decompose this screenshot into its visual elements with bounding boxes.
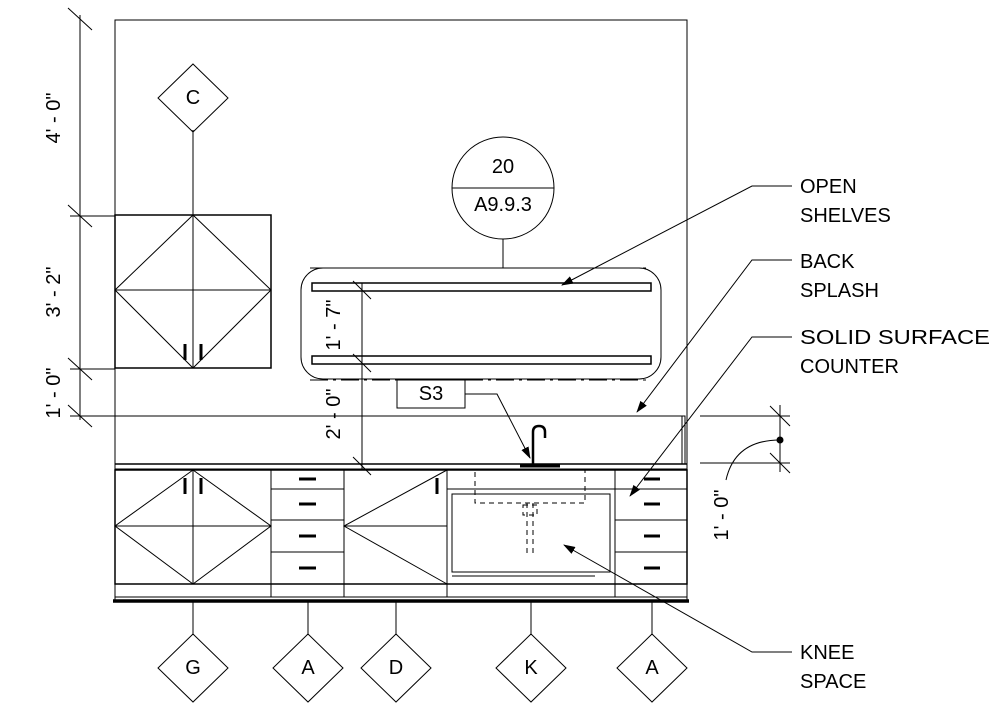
section-marker: 20 A9.9.3 (451, 136, 555, 268)
dim-upper-gap: 1' - 0" (43, 368, 65, 419)
svg-text:C: C (186, 87, 200, 109)
base-cabinets (113, 469, 689, 603)
svg-text:SPLASH: SPLASH (800, 280, 879, 302)
back-splash (114, 415, 687, 470)
svg-text:K: K (524, 657, 538, 679)
svg-text:S3: S3 (419, 383, 443, 405)
callout-counter: SOLID SURFACE COUNTER (800, 327, 990, 378)
dim-upper-cabinet: 3' - 2" (43, 267, 65, 318)
svg-text:KNEE: KNEE (800, 642, 854, 664)
svg-text:D: D (389, 657, 403, 679)
svg-text:A: A (645, 657, 659, 679)
open-shelves (300, 267, 662, 381)
dimension-string-left: 4' - 0" 3' - 2" 1' - 0" (43, 7, 115, 428)
callout-back-splash: BACK SPLASH (800, 251, 879, 302)
svg-text:SHELVES: SHELVES (800, 205, 891, 227)
svg-text:A: A (301, 657, 315, 679)
sink-tag: S3 (396, 379, 531, 459)
elevation-tag-d: D (360, 601, 432, 703)
svg-text:SOLID SURFACE: SOLID SURFACE (800, 327, 990, 349)
shelf-dimension: 1' - 7" 2' - 0" (323, 280, 372, 476)
callout-leaders (561, 185, 792, 653)
svg-text:SPACE: SPACE (800, 671, 866, 693)
upper-cabinet (114, 214, 272, 369)
svg-text:G: G (185, 657, 201, 679)
dim-counter-offset: 1' - 0" (711, 490, 733, 541)
dim-shelf-spacing: 1' - 7" (323, 300, 345, 351)
counter-dimension: 1' - 0" (700, 405, 791, 541)
section-sheet: A9.9.3 (474, 194, 532, 216)
dim-splash-height: 2' - 0" (323, 389, 345, 440)
wall-outline (114, 19, 688, 601)
elevation-tag-a-left: A (272, 601, 344, 703)
dim-upper-top: 4' - 0" (43, 93, 65, 144)
faucet (520, 424, 560, 468)
elevation-tag-g: G (157, 601, 229, 703)
callout-knee-space: KNEE SPACE (800, 642, 866, 693)
svg-text:OPEN: OPEN (800, 176, 857, 198)
section-number: 20 (492, 156, 514, 178)
elevation-tag-upper: C (157, 63, 229, 215)
elevation-tag-k: K (495, 601, 567, 703)
svg-text:BACK: BACK (800, 251, 855, 273)
elevation-tag-a-right: A (616, 601, 688, 703)
callout-open-shelves: OPEN SHELVES (800, 176, 891, 227)
svg-text:COUNTER: COUNTER (800, 356, 899, 378)
